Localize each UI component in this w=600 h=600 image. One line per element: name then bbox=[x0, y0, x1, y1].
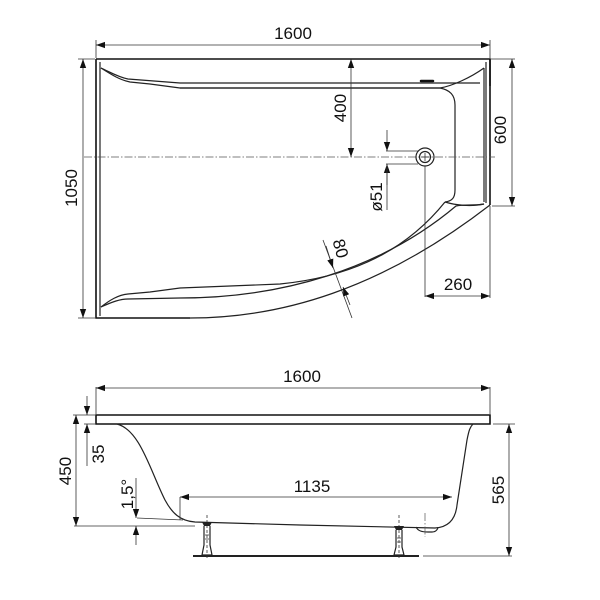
top-view-outline bbox=[95, 58, 491, 319]
side-view-outline bbox=[74, 414, 512, 557]
drain-icon bbox=[415, 147, 435, 297]
dim-bottom-slope: 1,5° bbox=[118, 478, 184, 545]
dim-label-1050: 1050 bbox=[62, 169, 81, 207]
dim-drain-offset: 400 bbox=[331, 59, 355, 157]
dim-label-450: 450 bbox=[56, 457, 75, 485]
top-view: 1600 1050 400 600 ø51 bbox=[62, 24, 516, 319]
dim-label-side-1600: 1600 bbox=[283, 367, 321, 386]
dim-label-600: 600 bbox=[491, 116, 510, 144]
dim-right-width: 600 bbox=[490, 58, 516, 207]
dim-label-1135: 1135 bbox=[294, 477, 331, 496]
dim-label-35: 35 bbox=[89, 445, 108, 464]
dim-label-51: ø51 bbox=[367, 182, 386, 211]
dim-label-565: 565 bbox=[489, 476, 508, 504]
support-leg-left bbox=[201, 515, 213, 560]
dim-rim-width: 80 bbox=[322, 237, 353, 319]
dim-tub-depth: 450 bbox=[56, 414, 95, 526]
dim-right-offset: 260 bbox=[425, 206, 491, 300]
dim-side-length: 1600 bbox=[95, 367, 491, 414]
dim-inner-bottom: 1135 bbox=[179, 477, 452, 520]
dim-top-width: 1050 bbox=[62, 58, 95, 319]
dim-label-1600: 1600 bbox=[274, 24, 312, 43]
side-view: 1600 1135 450 35 1,5° bbox=[56, 367, 515, 560]
dim-label-400: 400 bbox=[331, 94, 350, 122]
dim-label-80: 80 bbox=[329, 237, 352, 260]
dim-drain-diameter: ø51 bbox=[367, 130, 418, 212]
dim-rim-thickness: 35 bbox=[83, 396, 108, 466]
dim-label-260: 260 bbox=[444, 275, 472, 294]
dim-total-height: 565 bbox=[489, 423, 515, 556]
dim-label-slope: 1,5° bbox=[118, 479, 137, 509]
dim-top-length: 1600 bbox=[95, 24, 491, 58]
support-leg-right bbox=[393, 515, 405, 560]
